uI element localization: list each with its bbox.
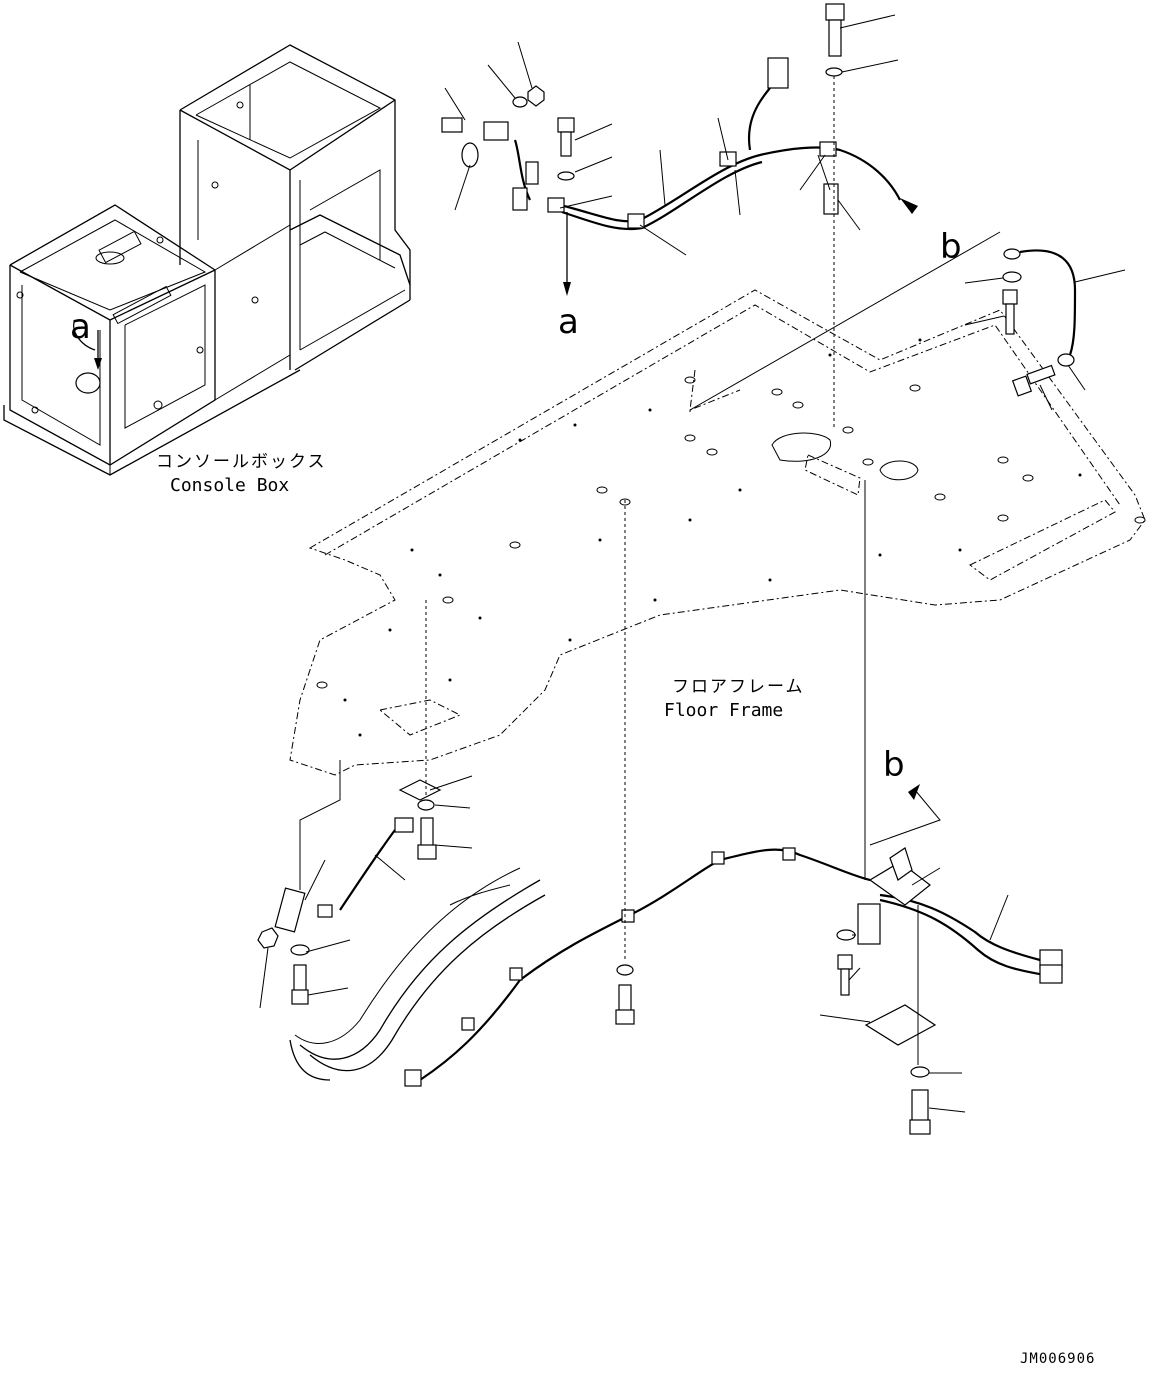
lower-wire-harness [257, 779, 1063, 1135]
floor-frame-drawing [289, 289, 1146, 776]
console-box-label-en: Console Box [170, 475, 289, 496]
ref-a-console: a [70, 307, 91, 347]
ref-b-harness: b [940, 227, 962, 267]
callout-leaders [259, 14, 1126, 1113]
ref-a-arrowhead [563, 282, 571, 296]
ref-a-harness: a [558, 302, 579, 342]
floor-frame-label-jp: フロアフレーム [672, 677, 805, 697]
ref-a-console-arrowhead [94, 358, 102, 370]
drawing-number: JM006906 [1020, 1351, 1095, 1367]
ref-b-lower-leader [869, 789, 941, 846]
floor-frame-label-en: Floor Frame [664, 700, 783, 721]
upper-wire-harness [441, 3, 918, 231]
ref-b-lower-arrowhead [908, 784, 920, 800]
ground-strap [689, 231, 1077, 412]
console-box-label-jp: コンソールボックス [156, 452, 327, 472]
console-box-drawing [3, 44, 411, 476]
ref-b-lower: b [883, 745, 905, 785]
connection-lines [299, 76, 919, 1065]
